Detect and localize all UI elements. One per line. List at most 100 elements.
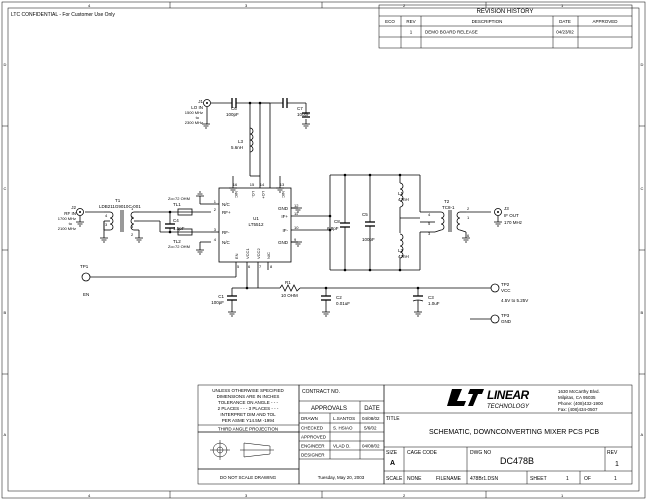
t1-pin-3: 3: [105, 222, 108, 227]
company-address1: 1630 McCarthy Blvd.: [558, 389, 600, 394]
u1-pin4-name: N/C: [222, 240, 231, 245]
u1-pin4-num: 4: [214, 237, 217, 242]
u1-pin14-num: 14: [260, 182, 265, 187]
border-letter-right-d: D: [641, 62, 644, 67]
logo-subtext: TECHNOLOGY: [487, 404, 530, 410]
border-letter-left-d: D: [4, 62, 7, 67]
no-scale-label: DO NOT SCALE DRAWING: [220, 475, 277, 480]
border-letter-right-b: B: [641, 310, 644, 315]
border-letter-right-a: A: [641, 432, 644, 437]
c3-value: 1.0uF: [428, 301, 440, 306]
tp1-ref: TP1: [80, 264, 89, 269]
u1-pin13-name: N/C: [281, 191, 286, 198]
company-phone: Phone: (408)432-1900: [558, 401, 604, 406]
c1-capacitor: C1 100pF: [211, 294, 237, 305]
t1-part: LDB211G9010C-001: [99, 204, 141, 209]
tl2-note: Zo=72 OHM: [168, 244, 190, 249]
r1-resistor: R1 10 OHM: [279, 280, 301, 298]
c8-value: 6.8pF: [327, 226, 339, 231]
c2-ref: C2: [336, 295, 342, 300]
l3-inductor: L3 5.6nH: [231, 127, 254, 153]
t2-ref: T2: [444, 199, 450, 204]
approval-role-drawn: DRAWN: [301, 416, 318, 421]
u1-pin16-name: N/C: [234, 191, 239, 198]
dwg-no-value: DC478B: [500, 456, 534, 466]
u1-pin16-num: 16: [233, 182, 238, 187]
t1-balun: T1 LDB211G9010C-001 4 3 1 6 5 2: [99, 198, 141, 237]
tp2-ref: TP2: [501, 282, 510, 287]
contract-label: CONTRACT NO.: [302, 389, 340, 395]
tl2-ref: TL2: [173, 239, 181, 244]
scale-label: SCALE: [386, 476, 403, 482]
rev-header-description: DESCRIPTION: [472, 19, 503, 24]
r1-value: 10 OHM: [281, 293, 298, 298]
c8-capacitor: C8 6.8pF: [327, 219, 350, 231]
border-letter-left-c: C: [4, 186, 7, 191]
border-num-top-2: 3: [245, 3, 248, 8]
approval-role-designer: DESIGNER: [301, 453, 325, 458]
j3-if-connector: J3 IF OUT 170 MHz: [494, 206, 523, 225]
u1-pin12-name: GND: [278, 206, 289, 211]
cage-code-label: CAGE CODE: [407, 450, 438, 456]
j3-ref: J3: [504, 206, 509, 211]
u1-pin11-name: IF+: [281, 214, 288, 219]
t1-pin-4: 4: [105, 213, 108, 218]
t2-pin-5: 5: [428, 221, 431, 226]
tp1-test-point: TP1 EN: [80, 264, 91, 297]
l3-value: 5.6nH: [231, 145, 243, 150]
c7-capacitor: C7 100pF: [282, 98, 310, 118]
c5-ref: C5: [362, 212, 368, 217]
t2-pin-1: 1: [467, 215, 470, 220]
tp3-name: GND: [501, 319, 512, 324]
u1-ref: U1: [253, 216, 259, 221]
border-num-top-4: 1: [561, 3, 564, 8]
approval-date-drawn: 04/08/02: [362, 416, 380, 421]
c8-ref: C8: [334, 219, 340, 224]
c7-value: 100pF: [297, 112, 310, 117]
tl1-ref: TL1: [173, 202, 181, 207]
j2-freq3: 2100 MHz: [58, 226, 76, 231]
filename-label: FILENAME: [436, 476, 462, 482]
j2-freq2: to: [69, 221, 73, 226]
projection-label: THIRD ANGLE PROJECTION: [218, 427, 278, 432]
u1-pin5-name: EN: [234, 253, 239, 259]
c6-capacitor: C6 100pF: [226, 98, 239, 117]
u1-pin1-num: 1: [214, 199, 217, 204]
company-address2: Milpitas, CA 95035: [558, 395, 596, 400]
border-num-top-3: 2: [403, 3, 406, 8]
filename-value: 478Br1.DSN: [470, 476, 498, 482]
t1-pin-6: 6: [131, 215, 134, 220]
c3-capacitor: C3 1.0uF: [412, 295, 440, 306]
t1-pin-2: 2: [131, 232, 134, 237]
j1-lo-connector: J1 LO IN 1500 MHz to 2300 MHz: [185, 99, 211, 125]
approval-role-approved: APPROVED: [301, 435, 327, 440]
circuit-wires: [85, 102, 491, 320]
c5-value: 100pF: [362, 237, 375, 242]
approvals-date-header: DATE: [364, 406, 380, 412]
ground-symbols: [76, 123, 502, 317]
scale-value: NONE: [407, 476, 422, 482]
title-block: UNLESS OTHERWISE SPECIFIED DIMENSIONS AR…: [197, 384, 633, 485]
j3-name: IF OUT: [504, 213, 519, 218]
j1-freq1: 1500 MHz: [185, 110, 203, 115]
j2-name: RF IN: [64, 211, 76, 216]
c1-ref: C1: [218, 294, 224, 299]
c2-capacitor: C2 0.01uF: [321, 295, 350, 306]
title-label: TITLE: [386, 416, 400, 422]
r1-ref: R1: [285, 280, 291, 285]
t2-pin-2: 2: [467, 206, 470, 211]
u1-pin14-name: LO+: [261, 191, 266, 199]
u1-pin9-num: 9: [294, 237, 297, 242]
j1-freq2: to: [196, 115, 200, 120]
u1-part: LT5512: [249, 222, 264, 227]
border-num-bottom-1: 4: [88, 493, 91, 498]
u1-pin10-name: IF-: [283, 228, 289, 233]
c5-capacitor: C5 100pF: [362, 212, 375, 242]
tp2-test-point: TP2 VCC 4.5V to 5.25V: [490, 282, 528, 303]
u1-pin6-num: 6: [248, 264, 251, 269]
confidential-notice: LTC CONFIDENTIAL - For Customer Use Only: [11, 12, 115, 18]
l1-ref: L1: [398, 191, 404, 196]
u1-pin3-name: RF-: [222, 230, 230, 235]
l2-ref: L2: [398, 248, 404, 253]
sheet-label: SHEET: [530, 476, 547, 482]
